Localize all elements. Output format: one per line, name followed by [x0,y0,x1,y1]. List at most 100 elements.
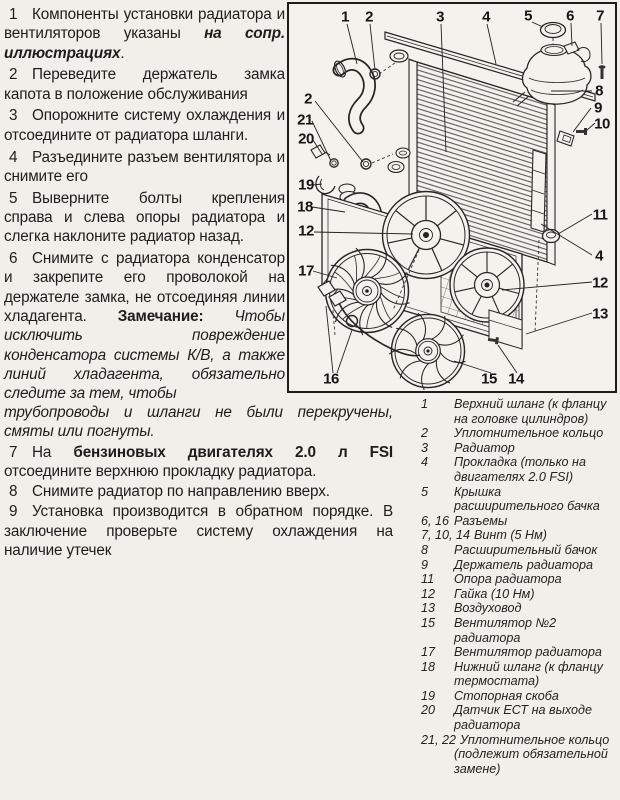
alignment-dashes [332,38,554,337]
callout-11: 11 [592,206,608,224]
legend-text: Гайка (10 Нм) [454,586,535,601]
legend-number: 17 [421,645,436,660]
legend-text: Верхний шланг (к фланцу на головке цилин… [454,397,607,426]
callout-9: 9 [594,99,602,117]
text-segment: . [120,44,125,62]
text-segment: трубопроводы и шланги не были перекручен… [4,404,393,441]
instruction-number: 6 [9,250,18,268]
legend-number: 7, 10, 14 [421,528,471,543]
instructions-column-bottom: трубопроводы и шланги не были перекручен… [4,403,393,561]
legend-number: 1 [421,397,429,411]
legend-text: Разъемы [454,513,508,528]
callout-3: 3 [436,8,444,26]
parts-legend: 1 Верхний шланг (к фланцу на головке цили… [421,397,614,776]
legend-number: 3 [421,440,429,455]
callout-4: 4 [482,8,490,26]
legend-item: 18 Нижний шланг (к фланцу термостата) [421,660,614,689]
legend-number: 9 [421,557,429,572]
legend-text: Опора радиатора [454,572,562,587]
text-segment: Выверните болты крепления справа и слева… [4,189,285,246]
text-segment: Чтобы исключить повреждение конденсатора… [4,307,285,403]
instruction-item: трубопроводы и шланги не были перекручен… [4,403,393,442]
fan-shroud-illustration [321,190,525,350]
legend-item: 15 Вентилятор №2 радиатора [421,616,614,645]
radiator-fan2-illustration [388,312,467,391]
instruction-number: 8 [9,483,18,501]
instruction-number: 4 [9,148,18,166]
callout-16: 16 [323,370,339,388]
legend-text: Расширительный бачок [454,542,598,557]
text-segment: Замечание: [117,307,204,325]
callout-10: 10 [594,115,610,133]
callout-14: 14 [508,370,524,388]
callout-2: 2 [365,8,373,26]
callout-18: 18 [297,198,313,216]
legend-item: 20 Датчик ЕСТ на выходе радиатора [421,703,614,732]
radiator-holder-illustration [530,65,606,244]
legend-text: Воздуховод [454,601,522,616]
legend-text: Нижний шланг (к фланцу термостата) [454,659,603,689]
legend-item: 6, 16 Разъемы [421,514,614,529]
expansion-tank-illustration [512,21,592,107]
legend-text: Винт (5 Нм) [474,528,547,543]
text-segment: Переведите держатель замка капота в поло… [4,66,285,103]
callout-12: 12 [592,274,608,292]
legend-number: 15 [421,615,436,630]
instruction-number: 9 [9,503,18,521]
instruction-number: 1 [9,6,18,23]
callout-1: 1 [341,8,349,26]
text-segment: бензиновых двигателях 2.0 л FSI [73,443,394,461]
legend-item: 12 Гайка (10 Нм) [421,587,614,602]
callout-2: 2 [304,90,312,108]
text-segment: отсоедините верхнюю прокладку радиатора. [4,462,317,480]
legend-text: Уплотнительное кольцо [454,426,604,441]
callout-12: 12 [298,222,314,240]
legend-text: Радиатор [454,440,515,455]
legend-text: Прокладка (только на двигателях 2.0 FSI) [454,455,586,484]
legend-number: 20 [421,703,436,718]
legend-number: 18 [421,659,436,674]
legend-number: 2 [421,426,429,441]
legend-number: 6, 16 [421,513,450,528]
callout-21: 21 [297,111,313,129]
legend-number: 8 [421,542,429,557]
legend-text: Вентилятор №2 радиатора [454,615,557,645]
text-segment: Снимите радиатор по направлению вверх. [32,483,330,501]
text-segment: Установка производится в обратном порядк… [4,503,393,560]
text-segment: На [32,443,74,461]
callout-20: 20 [298,130,314,148]
legend-item: 1 Верхний шланг (к фланцу на головке цили… [421,397,614,426]
instruction-item: 8 Снимите радиатор по направлению вверх. [4,482,393,501]
text-segment: Компоненты установки радиатора и вентиля… [4,6,285,43]
callout-5: 5 [524,7,532,25]
legend-number: 12 [421,586,436,601]
instruction-number: 3 [9,107,18,125]
instruction-number: 5 [9,189,18,207]
legend-item: 8 Расширительный бачок [421,543,614,558]
callout-17: 17 [298,262,314,280]
instruction-number: 2 [9,66,18,84]
text-segment: Снимите с радиатора конденсатор и закреп… [4,250,285,325]
legend-text: Датчик ЕСТ на выходе радиатора [454,703,592,733]
legend-item: 3 Радиатор [421,441,614,456]
legend-text: Уплотнительное кольцо (подлежит обязател… [454,732,610,776]
upper-hose-illustration [332,57,381,135]
radiator-exploded-illustration [310,21,606,391]
leader-lines [311,21,603,374]
legend-item: 19 Стопорная скоба [421,689,614,704]
fan-connectors-illustration [317,278,499,357]
legend-number: 13 [421,601,436,616]
legend-text: Стопорная скоба [454,688,559,703]
legend-number: 19 [421,688,436,703]
callout-13: 13 [592,305,608,323]
